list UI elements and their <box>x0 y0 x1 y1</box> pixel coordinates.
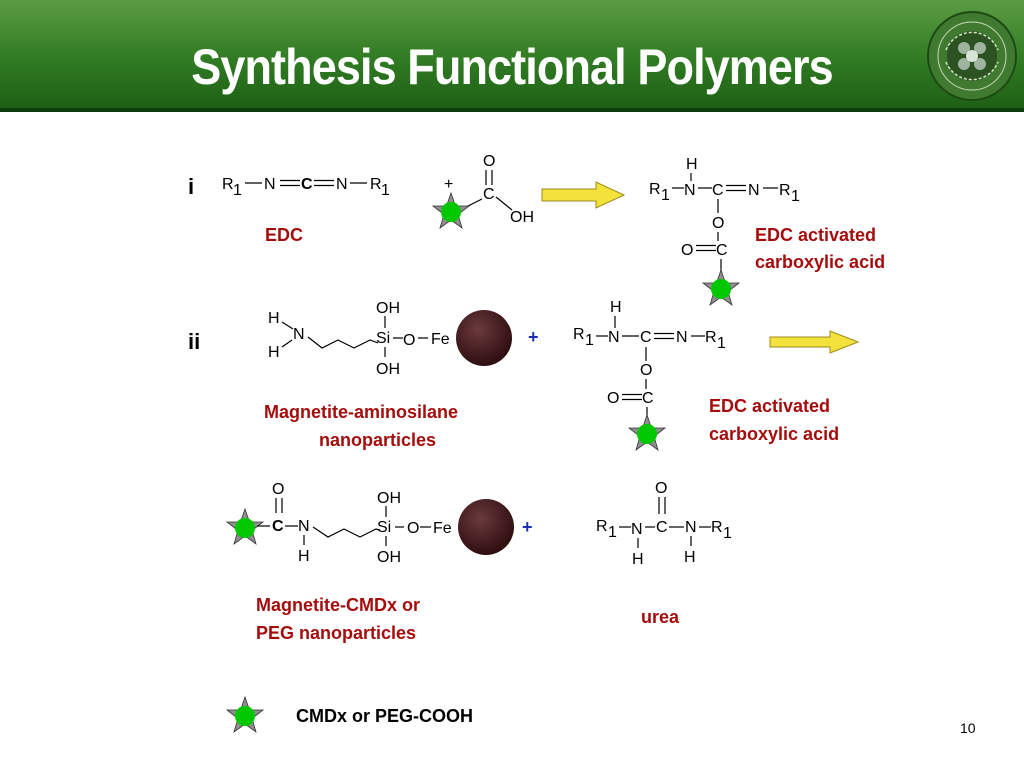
act-ii-n-right: N <box>676 329 688 346</box>
prod-n: N <box>298 518 310 535</box>
act-i-n-right: N <box>748 182 760 199</box>
header-divider <box>0 108 1024 112</box>
prod-h: H <box>298 548 310 565</box>
act-ii-label-2: carboxylic acid <box>709 424 839 444</box>
edc-r-left: R <box>222 176 234 193</box>
amino-h-top: H <box>268 310 280 327</box>
activated-ester-molecule-i: H R 1 N C N R 1 O O C <box>649 156 800 272</box>
amino-si: Si <box>376 330 390 347</box>
urea-label: urea <box>641 607 680 627</box>
legend-star-icon <box>226 696 264 733</box>
act-i-c-lower: C <box>716 242 728 259</box>
prod-fe: Fe <box>433 520 452 537</box>
act-ii-r-right: R <box>705 329 717 346</box>
act-i-c: C <box>712 182 724 199</box>
edc-r-left-sub: 1 <box>233 182 242 199</box>
act-i-h: H <box>686 156 698 173</box>
department-logo-icon <box>927 11 1017 101</box>
act-i-r-right-sub: 1 <box>791 188 800 205</box>
act-i-r-left-sub: 1 <box>661 187 670 204</box>
act-i-o: O <box>712 215 724 232</box>
urea-c: C <box>656 519 668 536</box>
act-ii-r-left: R <box>573 326 585 343</box>
prod-c: C <box>272 518 284 535</box>
urea-r-left-sub: 1 <box>608 524 617 541</box>
edc-molecule: R 1 N C N R 1 <box>222 176 390 199</box>
urea-n-left: N <box>631 521 643 538</box>
product-label-2: PEG nanoparticles <box>256 623 416 643</box>
amino-oh-top: OH <box>376 300 400 317</box>
amino-label-1: Magnetite-aminosilane <box>264 402 458 422</box>
edc-r-right: R <box>370 176 382 193</box>
act-ii-r-left-sub: 1 <box>585 332 594 349</box>
urea-molecule: O R 1 N H C N H R 1 <box>596 480 732 568</box>
magnetite-particle-ii <box>456 310 512 366</box>
prod-si: Si <box>377 519 391 536</box>
act-ii-c: C <box>640 329 652 346</box>
amino-oh-bottom: OH <box>376 361 400 378</box>
acid-star-icon <box>432 192 470 229</box>
urea-o: O <box>655 480 667 497</box>
slide-title: Synthesis Functional Polymers <box>191 39 833 95</box>
legend-text: CMDx or PEG-COOH <box>296 706 473 726</box>
urea-h-left: H <box>632 551 644 568</box>
amino-o: O <box>403 332 415 349</box>
act-i-r-left: R <box>649 181 661 198</box>
act-ii-o-dbl: O <box>607 390 619 407</box>
acid-o: O <box>483 153 495 170</box>
act-ii-star-icon <box>628 414 666 451</box>
acid-oh: OH <box>510 209 534 226</box>
prod-oh-top: OH <box>377 490 401 507</box>
prod-o: O <box>272 481 284 498</box>
urea-h-right: H <box>684 549 696 566</box>
product-label-1: Magnetite-CMDx or <box>256 595 420 615</box>
act-i-star-icon <box>702 269 740 306</box>
step-ii-marker: ii <box>188 329 200 354</box>
edc-n-right: N <box>336 176 348 193</box>
edc-n-left: N <box>264 176 276 193</box>
page-number: 10 <box>960 720 976 736</box>
act-i-o-dbl: O <box>681 242 693 259</box>
urea-r-right: R <box>711 519 723 536</box>
slide-header <box>0 0 1024 112</box>
urea-r-left: R <box>596 518 608 535</box>
act-ii-n-left: N <box>608 329 620 346</box>
cmdx-conjugate-molecule: O C N H OH Si OH O Fe <box>257 481 452 566</box>
magnetite-particle-iii <box>458 499 514 555</box>
amino-n: N <box>293 326 305 343</box>
prod-o-link: O <box>407 520 419 537</box>
edc-label: EDC <box>265 225 303 245</box>
step-i-plus: + <box>444 176 453 193</box>
step-ii-arrow-icon <box>769 330 860 354</box>
act-i-r-right: R <box>779 182 791 199</box>
amino-h-bottom: H <box>268 344 280 361</box>
step-iii-plus: + <box>522 517 533 537</box>
act-i-n-left: N <box>684 182 696 199</box>
aminosilane-molecule: H N H OH Si OH O Fe <box>268 300 450 378</box>
act-ii-c-lower: C <box>642 390 654 407</box>
step-i-arrow-icon <box>541 181 626 209</box>
step-ii-plus: + <box>528 327 539 347</box>
act-ii-r-right-sub: 1 <box>717 335 726 352</box>
amino-fe: Fe <box>431 331 450 348</box>
edc-c: C <box>301 176 313 193</box>
urea-n-right: N <box>685 519 697 536</box>
amino-label-2: nanoparticles <box>319 430 436 450</box>
acid-c: C <box>483 186 495 203</box>
urea-r-right-sub: 1 <box>723 525 732 542</box>
activated-ester-molecule-ii: H R 1 N C N R 1 O O C <box>573 299 726 418</box>
act-i-label-2: carboxylic acid <box>755 252 885 272</box>
act-ii-h: H <box>610 299 622 316</box>
step-i-marker: i <box>188 174 194 199</box>
act-ii-label-1: EDC activated <box>709 396 830 416</box>
act-ii-o: O <box>640 362 652 379</box>
prod-oh-bottom: OH <box>377 549 401 566</box>
carboxylic-acid-molecule: O C OH <box>463 153 534 226</box>
edc-r-right-sub: 1 <box>381 182 390 199</box>
act-i-label-1: EDC activated <box>755 225 876 245</box>
